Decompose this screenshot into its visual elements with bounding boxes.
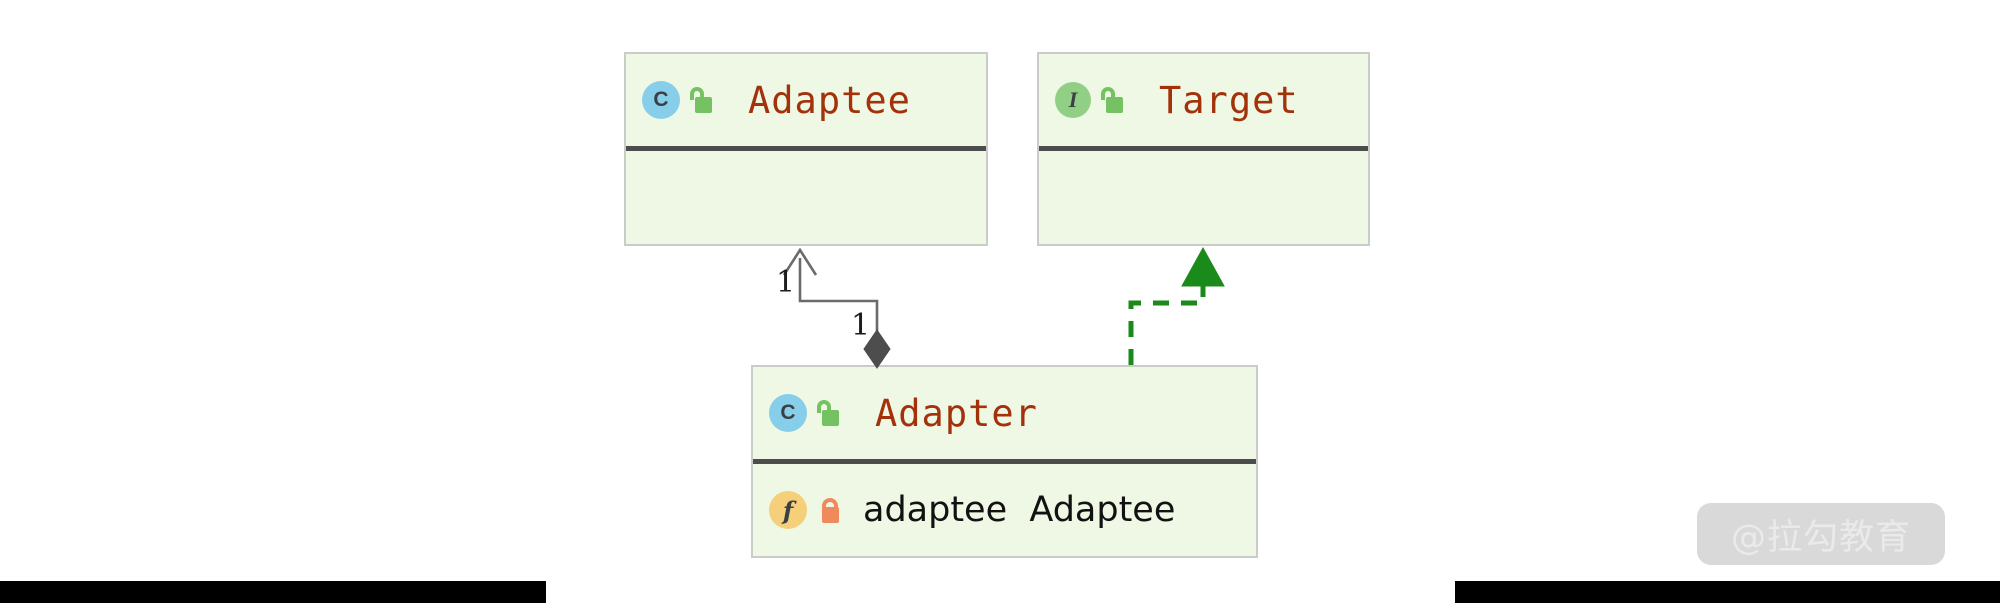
- class-header-adapter: C Adapter: [753, 367, 1256, 459]
- lock-icon: [817, 497, 841, 523]
- class-name-adapter: Adapter: [875, 391, 1038, 435]
- unlock-shackle: [817, 400, 831, 413]
- unlock-icon: [690, 87, 714, 113]
- interface-box-target[interactable]: I Target: [1037, 52, 1370, 246]
- edge-realization-adapter-target: [1128, 246, 1225, 365]
- class-members-adaptee: [626, 151, 986, 244]
- interface-header-target: I Target: [1039, 54, 1368, 146]
- field-row-adaptee[interactable]: f adaptee Adaptee: [753, 464, 1256, 556]
- field-stereotype-icon: f: [769, 491, 807, 529]
- multiplicity-target: 1: [776, 265, 796, 300]
- class-name-adaptee: Adaptee: [748, 78, 911, 122]
- unlock-body: [1106, 97, 1123, 113]
- unlock-shackle: [690, 87, 704, 100]
- unlock-icon: [1101, 87, 1125, 113]
- realization-arrowhead: [1181, 246, 1225, 287]
- interface-members-target: [1039, 151, 1368, 244]
- multiplicity-source: 1: [851, 308, 871, 343]
- unlock-body: [695, 97, 712, 113]
- class-stereotype-icon: C: [769, 394, 807, 432]
- unlock-shackle: [1101, 87, 1115, 100]
- field-label-adaptee: adaptee Adaptee: [863, 490, 1176, 530]
- watermark: @拉勾教育: [1697, 503, 1945, 565]
- class-divider: [753, 459, 1256, 464]
- class-box-adaptee[interactable]: C Adaptee: [624, 52, 988, 246]
- letterbox-bar-left: [0, 581, 546, 603]
- lock-body: [822, 507, 839, 523]
- class-stereotype-icon: C: [642, 81, 680, 119]
- class-box-adapter[interactable]: C Adapter f adaptee Adaptee: [751, 365, 1258, 558]
- watermark-text: @拉勾教育: [1730, 517, 1911, 558]
- class-divider: [626, 146, 986, 151]
- interface-name-target: Target: [1159, 78, 1299, 122]
- unlock-body: [822, 410, 839, 426]
- unlock-icon: [817, 400, 841, 426]
- interface-stereotype-icon: I: [1055, 82, 1091, 118]
- lock-shackle: [822, 498, 838, 510]
- class-header-adaptee: C Adaptee: [626, 54, 986, 146]
- interface-divider: [1039, 146, 1368, 151]
- class-members-adapter: f adaptee Adaptee: [753, 464, 1256, 556]
- letterbox-bar-right: [1455, 581, 2000, 603]
- edge-composition-adapter-adaptee: [782, 247, 891, 369]
